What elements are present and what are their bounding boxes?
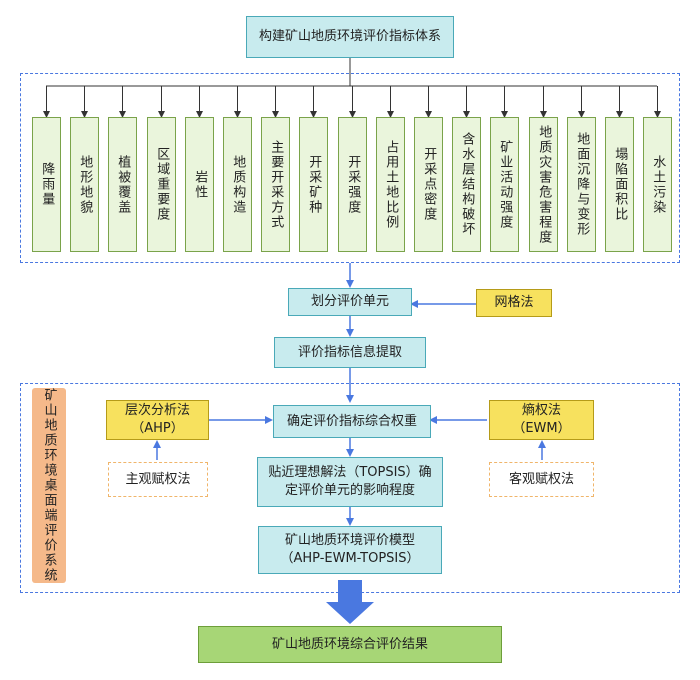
combined-weight-box: 确定评价指标综合权重 — [273, 405, 431, 438]
indicator-box: 开采强度 — [338, 117, 367, 252]
indicator-label: 开采强度 — [345, 154, 361, 215]
indicator-box: 主要开采方式 — [261, 117, 290, 252]
combined-weight-label: 确定评价指标综合权重 — [286, 413, 417, 429]
indicator-label: 含水层结构破坏 — [459, 132, 475, 237]
indicator-box: 塌陷面积比 — [605, 117, 634, 252]
indicator-box: 占用土地比例 — [376, 117, 405, 252]
indicator-label: 地形地貌 — [77, 154, 93, 215]
subjective-weight-box: 主观赋权法 — [108, 462, 208, 497]
big-down-arrow — [326, 580, 374, 624]
indicator-box: 岩性 — [185, 117, 214, 252]
system-side-label-text: 矿山地质环境桌面端评价系统 — [41, 388, 57, 583]
evaluation-system-frame — [20, 383, 680, 593]
indicator-label: 矿业活动强度 — [497, 139, 513, 230]
indicator-label: 开采矿种 — [306, 154, 322, 215]
objective-weight-box: 客观赋权法 — [489, 462, 594, 497]
indicator-label: 开采点密度 — [421, 147, 437, 222]
ewm-label: 熵权法 — [521, 403, 561, 419]
indicator-label: 地面沉降与变形 — [574, 132, 590, 237]
indicator-box: 含水层结构破坏 — [452, 117, 481, 252]
indicator-label: 地质构造 — [230, 154, 246, 215]
topsis-label-line1: 贴近理想解法（TOPSIS）确 — [268, 465, 432, 481]
indicator-box: 地面沉降与变形 — [567, 117, 596, 252]
indicator-label: 植被覆盖 — [115, 154, 131, 215]
grid-method-box: 网格法 — [476, 289, 552, 317]
evaluation-model-label: 矿山地质环境评价模型 — [284, 533, 415, 549]
final-result-box: 矿山地质环境综合评价结果 — [198, 626, 502, 663]
build-indicator-system-box: 构建矿山地质环境评价指标体系 — [246, 16, 454, 58]
indicator-box: 矿业活动强度 — [490, 117, 519, 252]
system-side-label: 矿山地质环境桌面端评价系统 — [32, 388, 66, 583]
indicator-box: 水土污染 — [643, 117, 672, 252]
divide-units-label: 划分评价单元 — [310, 294, 389, 310]
indicator-label: 占用土地比例 — [383, 139, 399, 230]
indicator-box: 区域重要度 — [147, 117, 176, 252]
indicator-box: 植被覆盖 — [108, 117, 137, 252]
indicator-label: 塌陷面积比 — [612, 147, 628, 222]
ahp-abbr: （AHP） — [131, 421, 184, 436]
extract-info-box: 评价指标信息提取 — [274, 337, 426, 368]
ewm-abbr: （EWM） — [512, 421, 571, 436]
indicator-label: 水土污染 — [650, 154, 666, 215]
indicator-label: 区域重要度 — [154, 147, 170, 222]
topsis-label-line2: 定评价单元的影响程度 — [284, 483, 415, 498]
indicator-box: 地形地貌 — [70, 117, 99, 252]
indicator-box: 地质构造 — [223, 117, 252, 252]
evaluation-model-box: 矿山地质环境评价模型 （AHP-EWM-TOPSIS） — [258, 526, 442, 574]
ahp-label: 层次分析法 — [124, 403, 190, 419]
indicator-box: 开采点密度 — [414, 117, 443, 252]
final-result-label: 矿山地质环境综合评价结果 — [271, 636, 428, 652]
topsis-box: 贴近理想解法（TOPSIS）确 定评价单元的影响程度 — [257, 457, 443, 507]
extract-info-label: 评价指标信息提取 — [297, 344, 402, 360]
indicator-label: 岩性 — [192, 169, 208, 200]
evaluation-model-abbr: （AHP-EWM-TOPSIS） — [280, 551, 420, 566]
indicator-group-frame — [20, 73, 680, 263]
indicator-label: 降雨量 — [39, 162, 55, 207]
subjective-weight-label: 主观赋权法 — [125, 471, 191, 487]
indicator-box: 地质灾害危害程度 — [529, 117, 558, 252]
indicator-box: 开采矿种 — [299, 117, 328, 252]
ewm-box: 熵权法 （EWM） — [489, 400, 594, 440]
objective-weight-label: 客观赋权法 — [508, 471, 574, 487]
build-indicator-system-label: 构建矿山地质环境评价指标体系 — [258, 29, 441, 45]
indicator-label: 地质灾害危害程度 — [536, 124, 552, 245]
ahp-box: 层次分析法 （AHP） — [106, 400, 209, 440]
divide-units-box: 划分评价单元 — [288, 288, 412, 316]
grid-method-label: 网格法 — [494, 295, 534, 311]
indicator-label: 主要开采方式 — [268, 139, 284, 230]
indicator-connectors — [43, 86, 661, 118]
indicator-box: 降雨量 — [32, 117, 61, 252]
